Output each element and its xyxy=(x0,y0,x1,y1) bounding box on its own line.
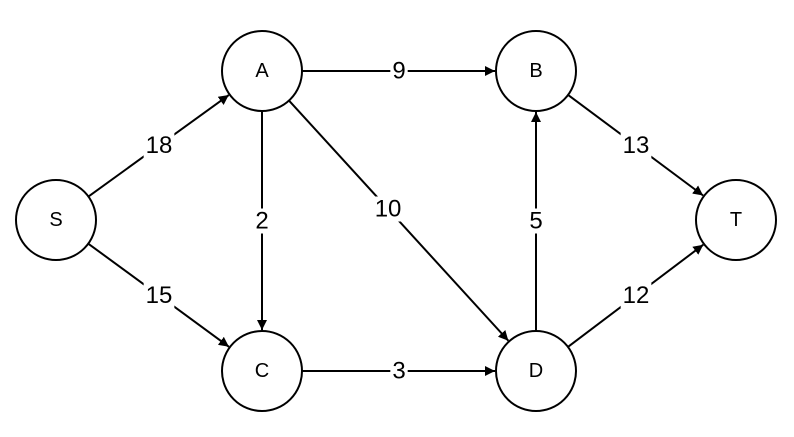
edge-capacity-label: 2 xyxy=(255,208,268,235)
node-circle xyxy=(495,30,577,112)
edge-capacity-label: 15 xyxy=(146,282,173,309)
edge-capacity-label: 18 xyxy=(146,132,173,159)
node-s: S xyxy=(15,179,97,261)
edge-a-c: 2 xyxy=(253,111,271,330)
edge-capacity-label: 9 xyxy=(392,58,405,85)
node-label: S xyxy=(49,209,62,231)
node-circle xyxy=(495,330,577,412)
edge-label-background xyxy=(620,133,652,158)
node-circle xyxy=(15,179,97,261)
edge-capacity-label: 3 xyxy=(392,358,405,385)
edge-d-b: 5 xyxy=(527,112,545,331)
node-b: B xyxy=(495,30,577,112)
node-t: T xyxy=(695,179,777,261)
node-label: A xyxy=(255,60,269,82)
edge-label-background xyxy=(390,58,408,84)
edges-layer: 18 15 9 2 10 3 5 13 12 xyxy=(87,58,704,385)
node-label: T xyxy=(730,209,742,231)
nodes-layer: S A B C D T xyxy=(15,30,777,412)
node-label: D xyxy=(529,360,543,382)
edge-d-t: 12 xyxy=(567,243,704,348)
edge-capacity-label: 10 xyxy=(375,196,402,223)
edge-a-b: 9 xyxy=(302,58,495,85)
node-a: A xyxy=(221,30,303,112)
node-c: C xyxy=(221,330,303,412)
edge-capacity-label: 13 xyxy=(623,132,650,159)
edge-label-background xyxy=(527,208,545,234)
node-circle xyxy=(221,330,303,412)
edge-label-background xyxy=(143,283,175,308)
edge-capacity-label: 12 xyxy=(623,282,650,309)
node-d: D xyxy=(495,330,577,412)
edge-capacity-label: 5 xyxy=(529,208,542,235)
node-circle xyxy=(221,30,303,112)
node-label: C xyxy=(255,360,269,382)
edge-s-a: 18 xyxy=(87,94,230,198)
edge-b-t: 13 xyxy=(567,94,704,197)
node-circle xyxy=(695,179,777,261)
edge-label-background xyxy=(390,358,408,384)
edge-label-background xyxy=(620,283,652,308)
edge-label-background xyxy=(143,133,175,158)
edge-a-d: 10 xyxy=(288,99,510,342)
edge-label-background xyxy=(372,196,404,222)
node-label: B xyxy=(529,60,542,82)
edge-s-c: 15 xyxy=(87,242,230,348)
edge-label-background xyxy=(253,208,271,234)
edge-c-d: 3 xyxy=(302,358,495,385)
